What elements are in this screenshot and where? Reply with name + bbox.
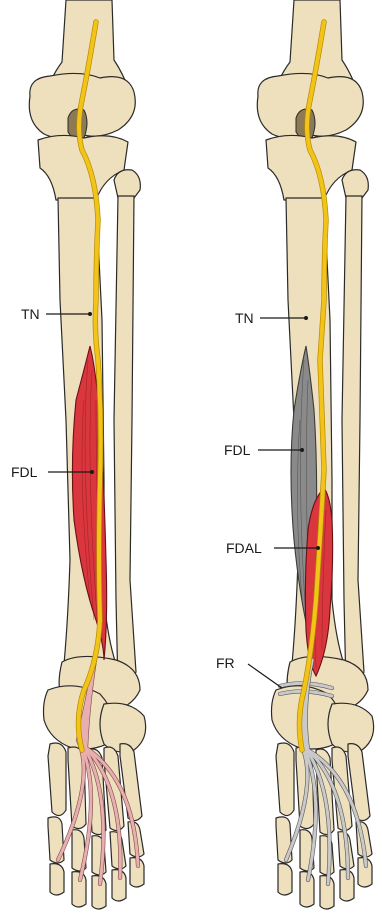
right-label-fdl-text: FDL <box>224 442 251 458</box>
left-leg-illustration: TN FDL <box>11 0 146 909</box>
right-label-fdal-text: FDAL <box>226 540 262 556</box>
right-leg-illustration: TN FDL FDAL FR <box>216 0 374 909</box>
right-label-fr-text: FR <box>216 655 235 671</box>
left-label-fdl-text: FDL <box>11 464 38 480</box>
left-label-tn-text: TN <box>21 306 40 322</box>
right-label-tn-text: TN <box>235 310 254 326</box>
right-label-fr: FR <box>216 655 282 688</box>
